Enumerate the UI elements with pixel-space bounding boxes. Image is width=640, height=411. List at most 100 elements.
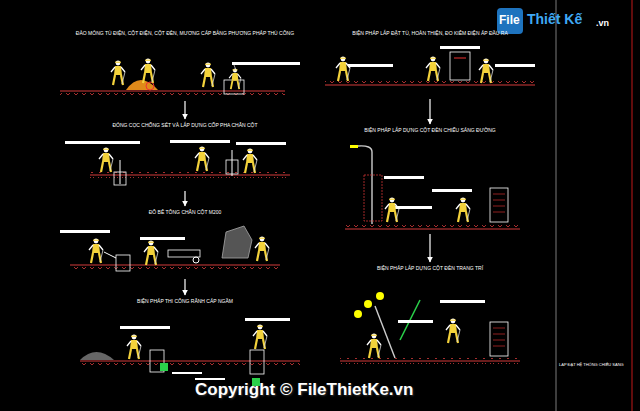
label-box bbox=[60, 230, 110, 233]
pole-base bbox=[232, 150, 233, 176]
label-box bbox=[440, 300, 485, 303]
ground bbox=[345, 224, 520, 230]
decorative-light-scene bbox=[340, 292, 520, 364]
trench-scene bbox=[80, 318, 300, 386]
cabinet bbox=[490, 188, 508, 222]
worker bbox=[111, 61, 125, 85]
step-title: ĐÀO MÓNG TỦ ĐIỆN, CỘT ĐIỆN, CỘT ĐÈN, MƯƠ… bbox=[60, 28, 310, 37]
wheel bbox=[193, 257, 199, 263]
wheel bbox=[146, 82, 154, 90]
worker bbox=[201, 63, 215, 87]
worker bbox=[89, 239, 103, 263]
ground bbox=[340, 358, 520, 364]
worker bbox=[229, 69, 241, 90]
worker bbox=[144, 241, 158, 265]
lamp bbox=[354, 310, 362, 318]
pit bbox=[116, 255, 130, 271]
worker bbox=[479, 59, 493, 83]
lamp bbox=[350, 145, 358, 148]
soil-mound bbox=[80, 352, 114, 360]
label-box bbox=[348, 64, 393, 67]
flow-arrow bbox=[429, 99, 430, 124]
worker bbox=[456, 198, 470, 222]
step-title: ĐỔ BÊ TÔNG CHÂN CỘT M200 bbox=[60, 207, 310, 216]
ground bbox=[60, 90, 285, 96]
step-panel: BIỆN PHÁP LẮP ĐẶT TỦ, HOÀN THIỆN, ĐO KIỂ… bbox=[320, 28, 540, 98]
step-title: BIỆN PHÁP LẮP DỰNG CỘT ĐÈN TRANG TRÍ bbox=[330, 263, 530, 272]
guide bbox=[364, 175, 382, 221]
label-box bbox=[432, 189, 472, 192]
cabinet-detail bbox=[493, 194, 505, 212]
leader bbox=[234, 65, 236, 70]
ground bbox=[325, 80, 535, 86]
worker bbox=[195, 147, 209, 171]
step-title: BIỆN PHÁP LẮP ĐẶT TỦ, HOÀN THIỆN, ĐO KIỂ… bbox=[320, 28, 540, 37]
label-box bbox=[120, 326, 170, 329]
label-box bbox=[170, 140, 230, 143]
concrete-scene bbox=[60, 226, 280, 271]
step-title: BIỆN PHÁP THI CÔNG RÃNH CÁP NGẦM bbox=[60, 296, 310, 305]
light-pole bbox=[358, 146, 372, 224]
layer bbox=[172, 372, 202, 374]
worker bbox=[385, 198, 399, 222]
worker bbox=[255, 237, 269, 261]
formwork-scene bbox=[65, 140, 290, 185]
step-panel: BIỆN PHÁP THI CÔNG RÃNH CÁP NGẦM bbox=[60, 296, 310, 380]
frame-line bbox=[556, 0, 557, 411]
label-box bbox=[140, 237, 185, 240]
step-panel: BIỆN PHÁP LẮP DỰNG CỘT ĐÈN CHIẾU SÁNG ĐƯ… bbox=[330, 125, 530, 233]
cabinet-detail bbox=[493, 328, 505, 346]
logo-text: File bbox=[499, 13, 520, 27]
cart bbox=[168, 250, 200, 257]
frame-line bbox=[632, 0, 633, 411]
excavation-scene bbox=[60, 59, 300, 96]
step-title: BIỆN PHÁP LẮP DỰNG CỘT ĐÈN CHIẾU SÁNG ĐƯ… bbox=[330, 125, 530, 134]
layer bbox=[195, 378, 225, 380]
flow-arrow bbox=[184, 279, 185, 295]
lamp bbox=[364, 300, 372, 308]
cabinet-scene bbox=[325, 46, 535, 86]
step-panel: ĐỔ BÊ TÔNG CHÂN CỘT M200 bbox=[60, 207, 310, 278]
step-panel: BIỆN PHÁP LẮP DỰNG CỘT ĐÈN TRANG TRÍ bbox=[330, 263, 530, 375]
pit bbox=[224, 80, 244, 94]
worker bbox=[446, 319, 460, 343]
watermark: Copyright © FileThietKe.vn bbox=[195, 380, 413, 400]
flow-arrow bbox=[184, 101, 185, 119]
earth-rod bbox=[120, 160, 121, 184]
label-box bbox=[384, 176, 424, 179]
streetlight-scene bbox=[345, 145, 520, 230]
label-box bbox=[65, 141, 140, 144]
worker bbox=[127, 335, 141, 359]
logo-text: .vn bbox=[596, 18, 609, 28]
label-box bbox=[232, 62, 300, 65]
ground bbox=[70, 263, 280, 269]
cabinet bbox=[490, 322, 508, 356]
mixer bbox=[222, 226, 252, 258]
step-title: ĐÓNG CỌC CHỐNG SÉT VÀ LẮP DỰNG CỐP PHA C… bbox=[60, 120, 310, 129]
ground bbox=[80, 360, 300, 366]
sheet-title: LẮP ĐẶT HỆ THỐNG CHIẾU SÁNG bbox=[559, 362, 624, 367]
worker bbox=[426, 57, 440, 81]
worker bbox=[141, 59, 155, 83]
cabinet bbox=[450, 52, 470, 80]
cable-mark bbox=[160, 363, 168, 371]
lamp bbox=[376, 292, 384, 300]
label-box bbox=[398, 320, 433, 323]
step-panel: ĐÓNG CỌC CHỐNG SÉT VÀ LẮP DỰNG CỐP PHA C… bbox=[60, 120, 310, 190]
trench bbox=[250, 350, 264, 374]
label-box bbox=[495, 64, 535, 67]
logo-text: Thiết Kế bbox=[527, 11, 582, 27]
pour bbox=[104, 252, 116, 258]
flow-arrow bbox=[184, 191, 185, 206]
worker bbox=[367, 334, 381, 358]
label-box bbox=[236, 142, 286, 145]
worker bbox=[336, 57, 350, 81]
label-box bbox=[245, 318, 290, 321]
cabinet-detail bbox=[454, 58, 466, 59]
worker bbox=[99, 148, 113, 172]
worker bbox=[243, 149, 257, 173]
label-box bbox=[440, 46, 480, 49]
flow-arrow bbox=[429, 234, 430, 262]
